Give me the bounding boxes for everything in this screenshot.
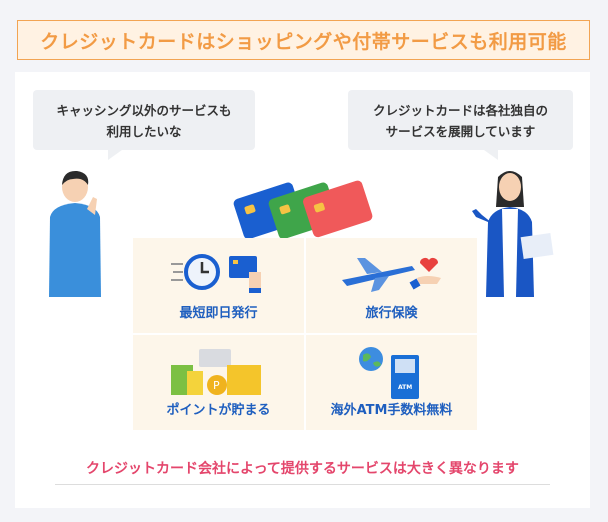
clock-card-icon: [170, 254, 261, 293]
shopping-coins-icon: P: [170, 349, 261, 395]
footnote: クレジットカード会社によって提供するサービスは大きく異なります: [86, 461, 519, 477]
feature-label: 海外ATM手数料無料: [330, 403, 453, 418]
feature-travel-insurance: 旅行保険: [306, 238, 477, 333]
credit-cards-icon: [233, 180, 373, 240]
feature-label: 最短即日発行: [179, 306, 258, 321]
bubble-line: サービスを展開しています: [385, 124, 536, 139]
features-grid: 最短即日発行 旅行保険 P ポイントが貯まる ATM 海外AT: [133, 238, 477, 430]
feature-label: 旅行保険: [365, 306, 418, 321]
bubble-line: キャッシング以外のサービスも: [56, 103, 232, 118]
bubble-line: クレジットカードは各社独自の: [372, 103, 548, 118]
feature-atm-fee-free: ATM 海外ATM手数料無料: [306, 335, 477, 430]
divider: [55, 484, 550, 485]
airplane-heart-icon: [341, 258, 441, 292]
page-title: クレジットカードはショッピングや付帯サービスも利用可能: [17, 20, 590, 60]
speech-bubble-advisor: クレジットカードは各社独自の サービスを展開しています: [348, 90, 573, 160]
feature-points: P ポイントが貯まる: [133, 335, 304, 430]
feature-label: ポイントが貯まる: [166, 403, 271, 418]
atm-label: ATM: [398, 384, 412, 391]
svg-text:P: P: [213, 379, 220, 392]
bubble-line: 利用したいな: [106, 124, 182, 139]
globe-atm-icon: ATM: [358, 347, 419, 399]
illustration-panel: キャッシング以外のサービスも 利用したいな クレジットカードは各社独自の サービ…: [15, 72, 590, 508]
woman-advisor-icon: [472, 171, 554, 297]
speech-bubble-customer: キャッシング以外のサービスも 利用したいな: [33, 90, 255, 160]
feature-same-day-issue: 最短即日発行: [133, 238, 304, 333]
man-thinking-icon: [49, 170, 101, 297]
